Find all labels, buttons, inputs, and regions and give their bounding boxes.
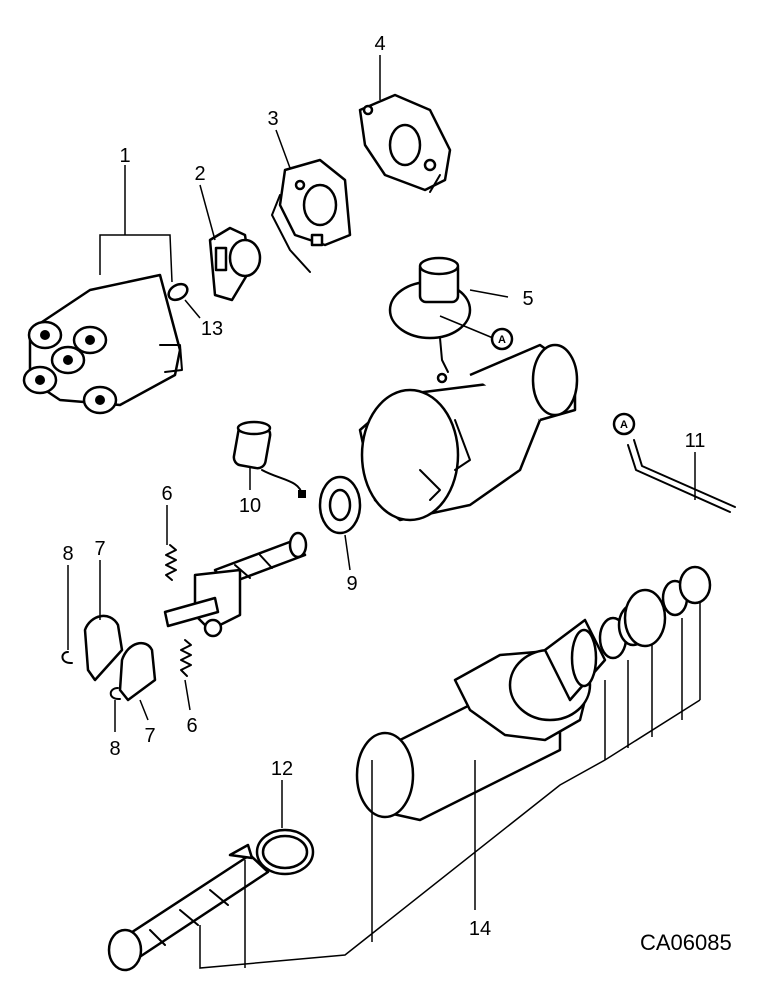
callout-6-upper: 6 [161, 483, 172, 505]
bearing-ring [318, 475, 362, 535]
reference-marker-a-1: A [490, 327, 514, 351]
distributor-cap [22, 273, 183, 415]
callout-14: 14 [469, 918, 491, 940]
drive-housing [355, 618, 607, 822]
drive-shaft [107, 843, 270, 972]
callout-7-upper: 7 [94, 538, 105, 560]
condenser [232, 420, 306, 498]
reference-marker-label: A [498, 334, 506, 346]
weight-clip-lower [109, 687, 121, 701]
advance-weight-upper [83, 614, 124, 682]
rotor [208, 226, 262, 302]
callout-3: 3 [267, 108, 278, 130]
callout-5: 5 [522, 288, 533, 310]
leader-lines [67, 55, 701, 969]
reference-marker-label: A [620, 419, 628, 431]
callout-6-lower: 6 [186, 715, 197, 737]
callout-8-lower: 8 [109, 738, 120, 760]
drive-gear-train [570, 565, 712, 688]
spring-lower [180, 639, 192, 677]
callout-10: 10 [239, 495, 261, 517]
vacuum-rod [627, 439, 736, 513]
callout-2: 2 [194, 163, 205, 185]
cap-clip [167, 282, 189, 302]
advance-weight-lower [118, 641, 157, 702]
drawing-code: CA06085 [640, 930, 732, 955]
distributor-housing [358, 343, 579, 522]
weight-clip-upper [61, 651, 73, 665]
callout-4: 4 [374, 33, 385, 55]
bracket-plate [271, 158, 352, 273]
callout-12: 12 [271, 758, 293, 780]
vacuum-advance [388, 256, 472, 384]
distributor-shaft [163, 531, 308, 638]
o-ring [255, 828, 315, 876]
spring-upper [165, 544, 177, 581]
callout-7-lower: 7 [144, 725, 155, 747]
callout-1: 1 [119, 145, 130, 167]
callout-11: 11 [685, 430, 706, 452]
reference-marker-a-2: A [612, 412, 636, 436]
breaker-plate [358, 93, 452, 193]
callout-9: 9 [346, 573, 357, 595]
callout-8-upper: 8 [62, 543, 73, 565]
callout-13: 13 [201, 318, 223, 340]
callout-labels: 1 2 3 4 5 6 6 7 7 8 8 9 10 11 12 13 14 [62, 33, 705, 940]
